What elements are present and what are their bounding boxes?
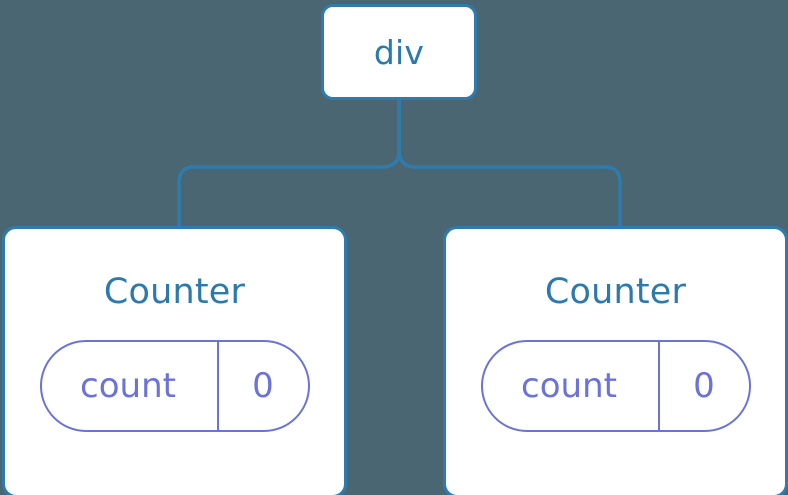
node-counter-right[interactable]: Counter count 0 (443, 226, 788, 495)
state-key-right: count (521, 366, 617, 406)
node-counter-left-label: Counter (103, 272, 246, 312)
state-value-right: 0 (657, 342, 749, 430)
node-div[interactable]: div (321, 4, 477, 100)
node-counter-right-label: Counter (544, 272, 687, 312)
state-value-left: 0 (216, 342, 308, 430)
state-key-left: count (80, 366, 176, 406)
node-div-label: div (373, 32, 425, 72)
state-pill-left[interactable]: count 0 (39, 340, 310, 432)
connector-right-branch (397, 98, 622, 228)
state-pill-right[interactable]: count 0 (480, 340, 751, 432)
connector-left-branch (177, 98, 401, 228)
node-counter-left[interactable]: Counter count 0 (2, 226, 347, 495)
